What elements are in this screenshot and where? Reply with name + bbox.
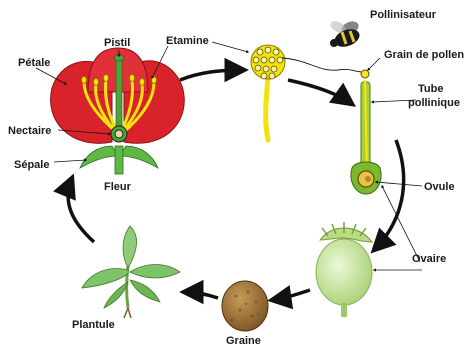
etamine-detail-leader bbox=[212, 42, 248, 52]
label-nectaire: Nectaire bbox=[8, 125, 51, 137]
ovule-leader bbox=[376, 182, 422, 186]
label-ovule: Ovule bbox=[424, 181, 455, 193]
cycle-arrow-stamen-to-tube bbox=[288, 80, 352, 104]
label-sepale: Sépale bbox=[14, 159, 49, 171]
right-sepal bbox=[120, 146, 158, 168]
pollen-transport-line bbox=[282, 58, 362, 72]
seedling bbox=[82, 226, 180, 318]
pistil-detail bbox=[351, 70, 381, 194]
pollinator-bee bbox=[329, 19, 362, 50]
cycle-arrow-flower-to-stamen bbox=[180, 70, 244, 80]
label-petale: Pétale bbox=[18, 57, 50, 69]
pod-body bbox=[316, 239, 372, 305]
grain-de-pollen bbox=[361, 70, 369, 78]
label-grain-de-pollen: Grain de pollen bbox=[384, 49, 464, 61]
sepale-leader bbox=[54, 160, 86, 162]
stamen-detail bbox=[251, 45, 285, 140]
cycle-arrow-seedling-to-flower bbox=[68, 178, 94, 242]
label-fleur: Fleur bbox=[104, 181, 132, 193]
label-ovaire: Ovaire bbox=[412, 253, 446, 265]
label-tube-1: Tube bbox=[418, 83, 443, 95]
flower bbox=[51, 48, 185, 174]
flower-stem bbox=[115, 146, 123, 174]
cycle-arrow-fruit-to-seed bbox=[272, 290, 310, 300]
label-pistil: Pistil bbox=[104, 37, 130, 49]
label-tube-2: pollinique bbox=[408, 97, 460, 109]
cycle-arrow-ovule-to-fruit bbox=[374, 140, 404, 250]
grain-pollen-leader bbox=[368, 58, 380, 70]
flower-ovule bbox=[115, 130, 123, 138]
pistil bbox=[116, 58, 122, 134]
label-pollinisateur: Pollinisateur bbox=[370, 9, 437, 21]
label-graine: Graine bbox=[226, 335, 261, 347]
cycle-arrow-seed-to-seedling bbox=[184, 292, 218, 298]
label-etamine: Etamine bbox=[166, 35, 209, 47]
filament bbox=[266, 78, 268, 140]
fruit-pod bbox=[316, 222, 372, 317]
seed bbox=[222, 281, 268, 331]
label-plantule: Plantule bbox=[72, 319, 115, 331]
left-sepal bbox=[80, 146, 118, 168]
